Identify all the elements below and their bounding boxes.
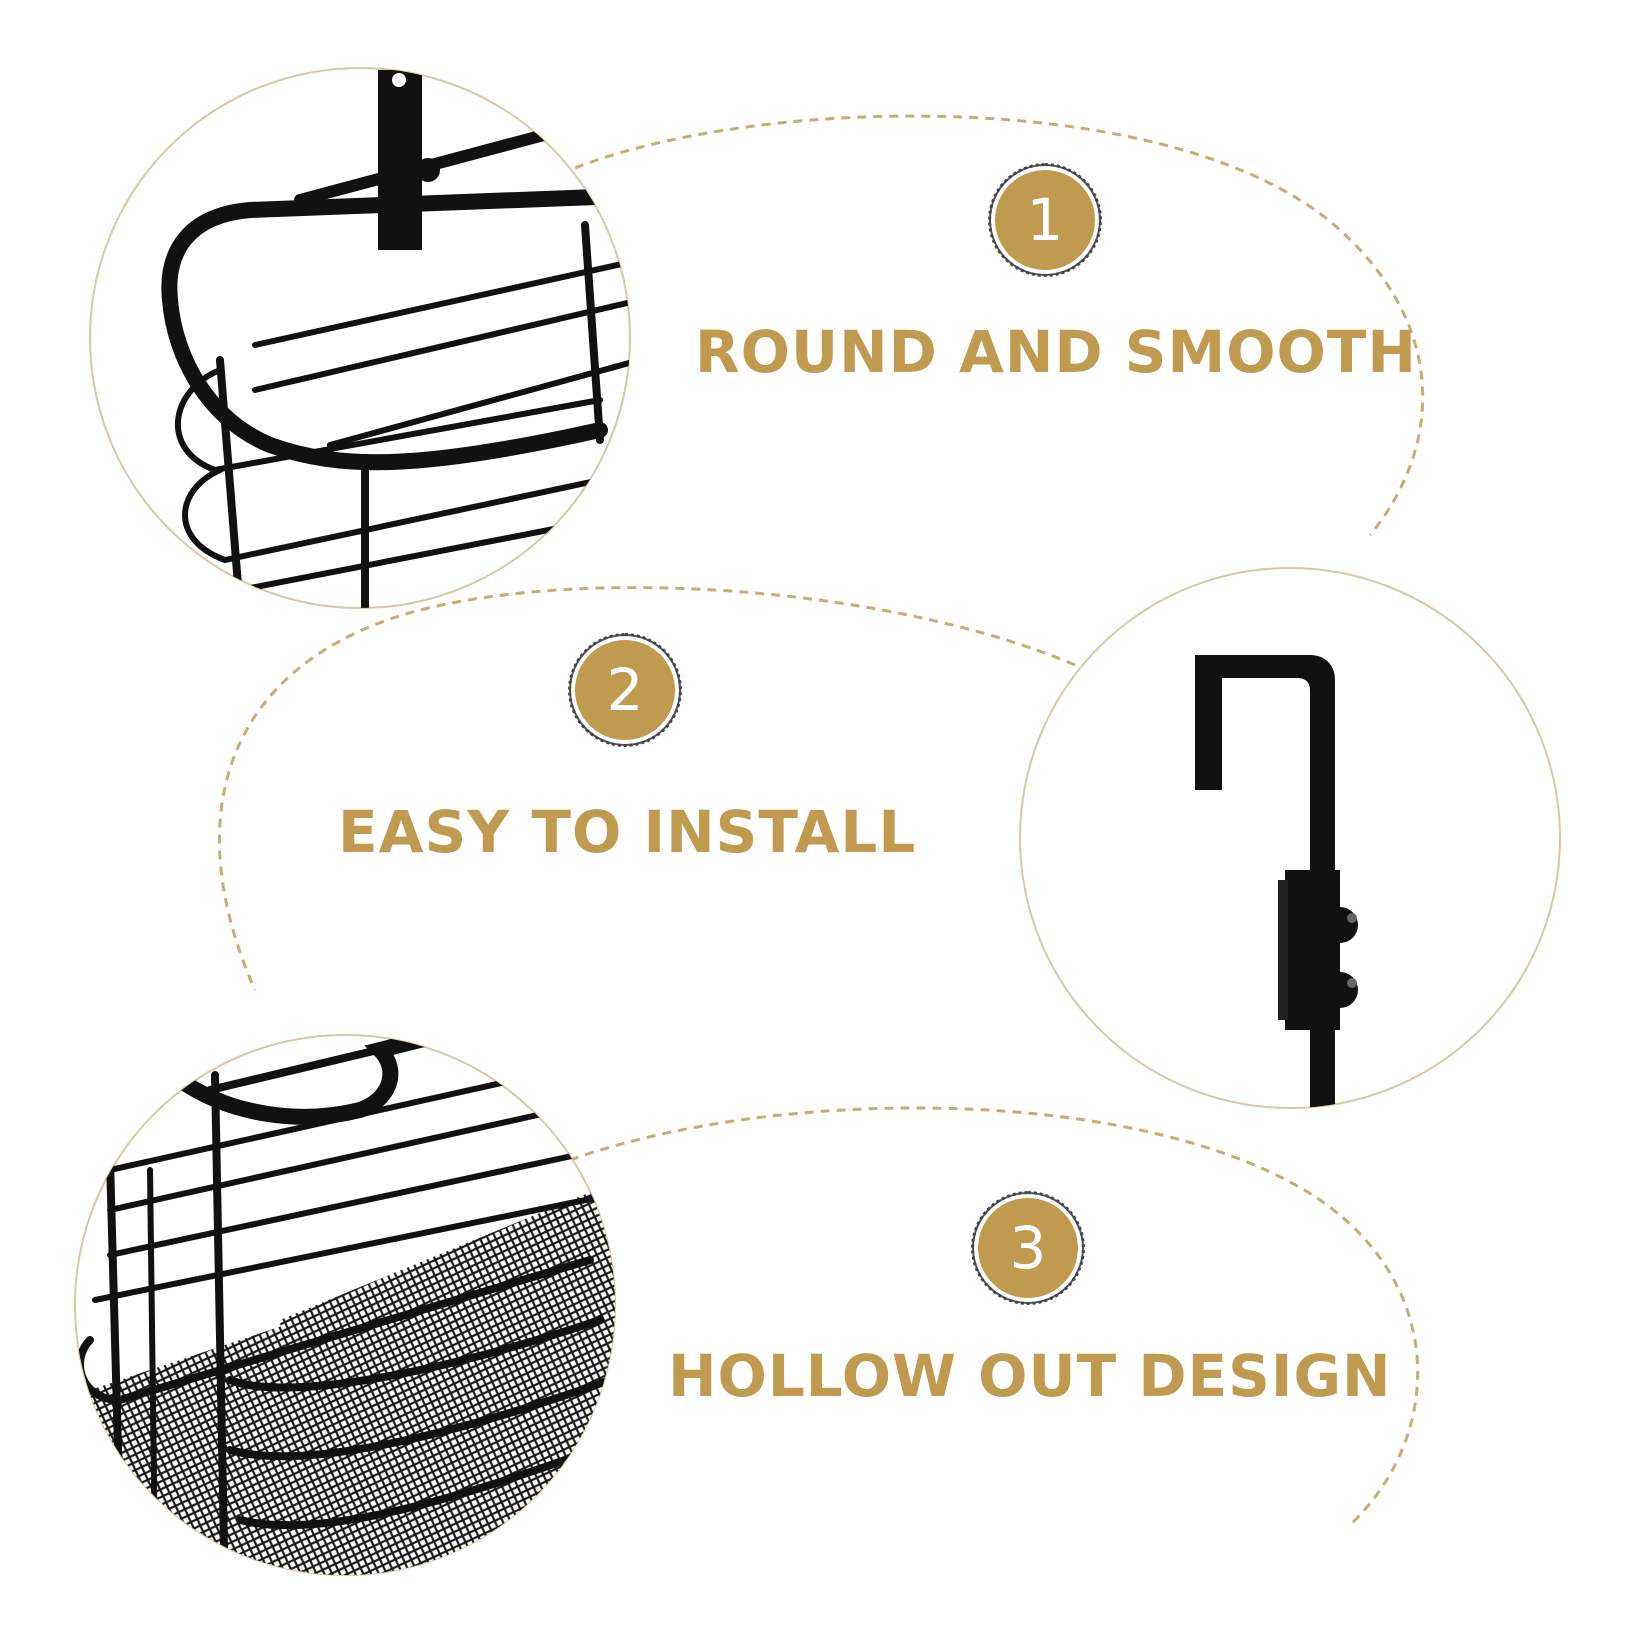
dashed-curve-2 <box>217 586 1076 991</box>
feature-number-badge-1: 1 <box>988 163 1102 277</box>
feature-number-1: 1 <box>1026 186 1064 254</box>
feature-number-2: 2 <box>606 656 644 724</box>
dashed-curve-3 <box>569 1106 1420 1527</box>
feature-title-2: EASY TO INSTALL <box>338 798 917 866</box>
image-over-door-hook <box>1019 567 1561 1109</box>
feature-title-1: ROUND AND SMOOTH <box>695 318 1417 386</box>
feature-number-3: 3 <box>1009 1214 1047 1282</box>
dashed-curve-1 <box>574 114 1425 536</box>
image-basket-rounded-corner <box>89 67 631 609</box>
feature-number-badge-2: 2 <box>568 633 682 747</box>
feature-number-badge-3: 3 <box>971 1191 1085 1305</box>
image-basket-mesh-bottom <box>74 1034 616 1576</box>
feature-title-3: HOLLOW OUT DESIGN <box>668 1342 1392 1410</box>
